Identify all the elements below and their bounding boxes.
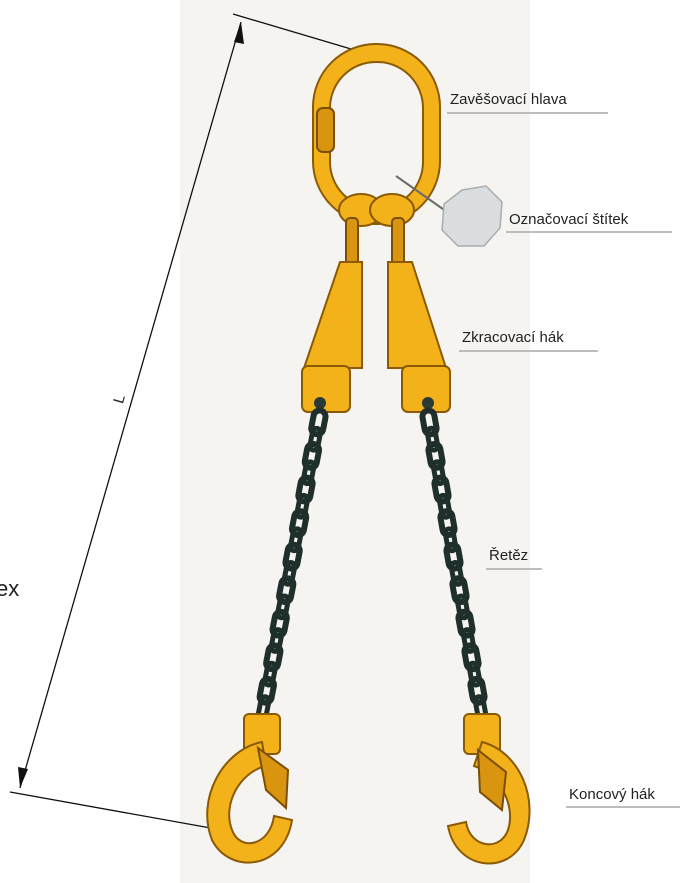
label-shortening-hook-text: Zkracovací hák xyxy=(462,329,564,346)
label-end-hook-text: Koncový hák xyxy=(569,786,655,803)
label-end-hook: Koncový hák xyxy=(566,786,680,807)
label-master-link-text: Zavěšovací hlava xyxy=(450,91,567,108)
label-tag-text: Označovací štítek xyxy=(509,211,629,228)
label-tag: Označovací štítek xyxy=(506,211,672,232)
label-chain-text: Řetěz xyxy=(489,547,528,564)
master-link xyxy=(313,44,440,226)
cut-off-text: ex xyxy=(0,576,19,601)
dimension-label: L xyxy=(110,393,129,406)
dimension-arrow-bottom xyxy=(18,767,28,788)
